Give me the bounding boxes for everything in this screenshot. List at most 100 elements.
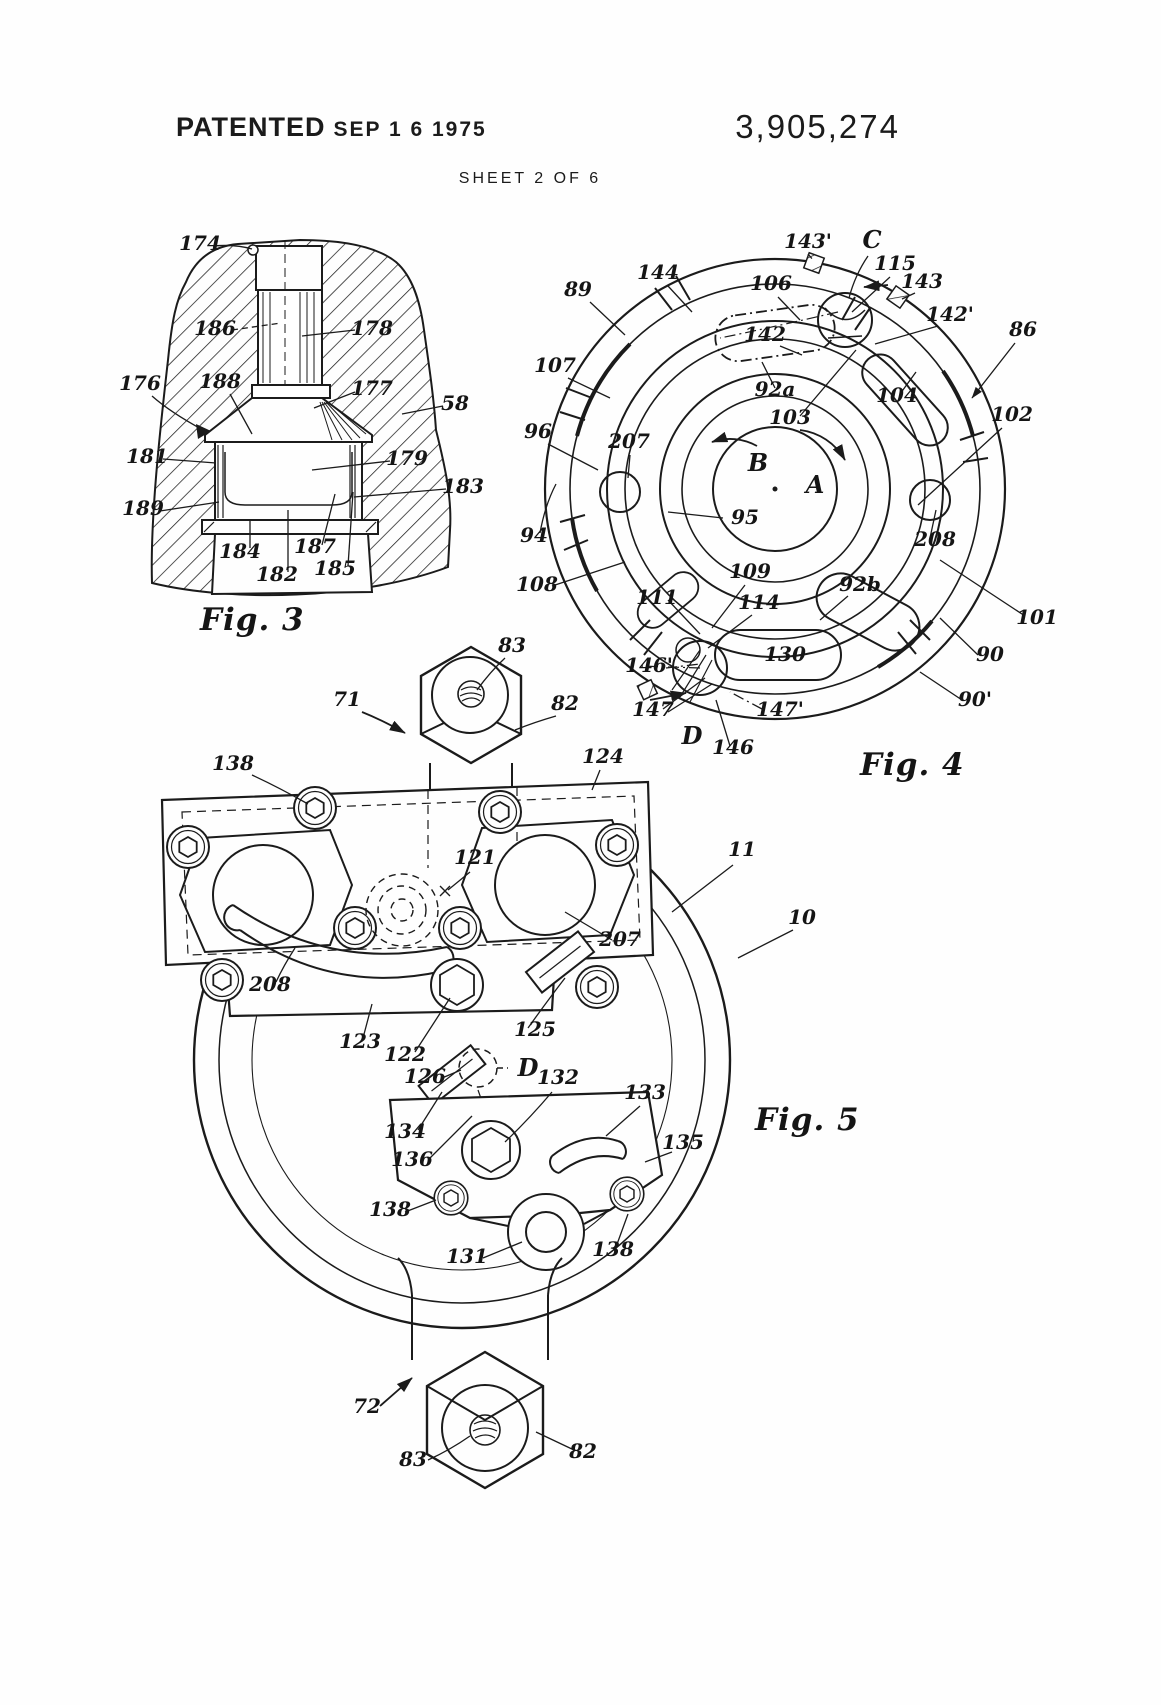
- ref-label-83-bottom: 83: [398, 1447, 427, 1471]
- ref-label-B: B: [747, 448, 768, 477]
- fig3-reference-numerals: 174 186 178 176 188 177 58 181 179 183 1…: [119, 231, 484, 638]
- fig4-pinion-146: [671, 637, 728, 703]
- ref-label-96: 96: [524, 419, 552, 443]
- ref-label-142: 142: [744, 322, 786, 346]
- ref-label-83-top: 83: [497, 633, 526, 657]
- ref-label-178: 178: [351, 316, 393, 340]
- ref-label-90: 90: [976, 642, 1004, 666]
- ref-label-146p: 146': [625, 653, 673, 677]
- ref-label-142p: 142': [926, 302, 974, 326]
- ref-label-11: 11: [728, 837, 756, 861]
- ref-label-138-right: 138: [592, 1237, 634, 1261]
- ref-label-123: 123: [339, 1029, 381, 1053]
- ref-label-208-fig5: 208: [248, 972, 291, 996]
- ref-label-10: 10: [788, 905, 816, 929]
- fig4-leader-lines: [539, 253, 1026, 747]
- fig3-arrowhead-176: [196, 424, 211, 439]
- fig5-mounting-plate: [160, 780, 655, 1018]
- ref-label-184: 184: [219, 539, 261, 563]
- fig4-roller-208: [909, 479, 951, 521]
- fig4-slot-92b: [815, 572, 921, 652]
- ref-label-132: 132: [537, 1065, 579, 1089]
- ref-label-A: A: [804, 470, 825, 499]
- ref-label-183: 183: [442, 474, 484, 498]
- ref-label-107: 107: [534, 353, 576, 377]
- fig5-assembly-drawing: [160, 645, 732, 1490]
- fig4-rim-notches: [559, 275, 989, 656]
- ref-label-92a: 92a: [755, 377, 796, 401]
- fig4-slot-111: [636, 571, 700, 629]
- ref-label-131: 131: [446, 1244, 488, 1268]
- ref-label-103: 103: [769, 405, 811, 429]
- ref-label-186: 186: [194, 316, 236, 340]
- ref-label-188: 188: [199, 369, 241, 393]
- fig5-reference-numerals: 83 71 82 124 138 121 11 207 10 208 123 1…: [212, 633, 860, 1471]
- fig4-rotor-view-drawing: [543, 251, 1007, 721]
- direction-arrow-D: [649, 690, 687, 702]
- ref-label-143p: 143': [784, 229, 832, 253]
- fig5-hex-bolt-122: [430, 958, 484, 1012]
- ref-label-D-fig5: D: [517, 1053, 539, 1082]
- fig4-slot-104: [861, 353, 949, 447]
- ref-label-189: 189: [122, 496, 164, 520]
- ref-label-71: 71: [333, 687, 361, 711]
- direction-arrow-C: [863, 280, 889, 292]
- fig5-pin-134: [417, 1043, 487, 1107]
- fig4-pinion-115: [817, 292, 873, 348]
- ref-label-58: 58: [441, 391, 469, 415]
- ref-label-111: 111: [636, 585, 678, 609]
- ref-label-147p: 147': [756, 697, 804, 721]
- ref-label-86: 86: [1008, 317, 1037, 341]
- ref-label-124: 124: [582, 744, 624, 768]
- ref-label-176: 176: [119, 371, 161, 395]
- fig5-bottom-shaft-nut: [397, 1257, 563, 1490]
- ref-label-134: 134: [384, 1119, 426, 1143]
- ref-label-144: 144: [637, 260, 679, 284]
- patent-number: 3,905,274: [735, 108, 900, 145]
- ref-label-174: 174: [179, 231, 221, 255]
- ref-label-138-top: 138: [212, 751, 254, 775]
- ref-label-207-fig4: 207: [607, 429, 650, 453]
- fig5-caption: Fig. 5: [754, 1102, 860, 1138]
- ref-label-207-fig5: 207: [598, 927, 641, 951]
- fig4-set-screw-143p: [802, 251, 826, 275]
- patented-stamp: PATENTED SEP 1 6 1975: [176, 112, 487, 143]
- ref-label-181: 181: [126, 444, 168, 468]
- patent-date: SEP 1 6 1975: [333, 118, 487, 141]
- ref-label-179: 179: [386, 446, 428, 470]
- ref-label-187: 187: [294, 534, 336, 558]
- fig5-swash-subassembly: [388, 1090, 664, 1271]
- ref-label-177: 177: [351, 376, 393, 400]
- ref-label-122: 122: [384, 1042, 426, 1066]
- ref-label-82-top: 82: [550, 691, 579, 715]
- fig4-caption: Fig. 4: [859, 747, 965, 783]
- ref-label-121: 121: [454, 845, 496, 869]
- ref-label-115: 115: [874, 251, 916, 275]
- ref-label-133: 133: [624, 1080, 666, 1104]
- ref-label-136: 136: [391, 1147, 433, 1171]
- ref-label-90p: 90': [958, 687, 992, 711]
- patented-label: PATENTED: [176, 112, 326, 142]
- ref-label-125: 125: [514, 1017, 556, 1041]
- ref-label-147: 147: [632, 697, 674, 721]
- fig4-reference-numerals: 89 144 143' C 115 143 106 142 142' 86 10…: [516, 225, 1058, 783]
- sheet-indicator: SHEET 2 OF 6: [458, 170, 602, 187]
- fig4-set-screw-143: [885, 284, 911, 310]
- fig5-leader-lines: [251, 657, 794, 1461]
- ref-label-82-bottom: 82: [568, 1439, 597, 1463]
- ref-label-185: 185: [314, 556, 356, 580]
- ref-label-143: 143: [901, 269, 943, 293]
- fig4-set-screw-146: [636, 678, 659, 701]
- ref-label-130: 130: [764, 642, 806, 666]
- ref-label-92b: 92b: [839, 572, 881, 596]
- fig4-roller-207: [599, 471, 641, 513]
- ref-label-109: 109: [729, 559, 771, 583]
- fig5-pin-125: [524, 930, 596, 994]
- ref-label-126: 126: [404, 1064, 446, 1088]
- ref-label-94: 94: [520, 523, 548, 547]
- rotation-arrow-A: [799, 429, 846, 461]
- ref-label-138-left: 138: [369, 1197, 411, 1221]
- ref-label-102: 102: [991, 402, 1033, 426]
